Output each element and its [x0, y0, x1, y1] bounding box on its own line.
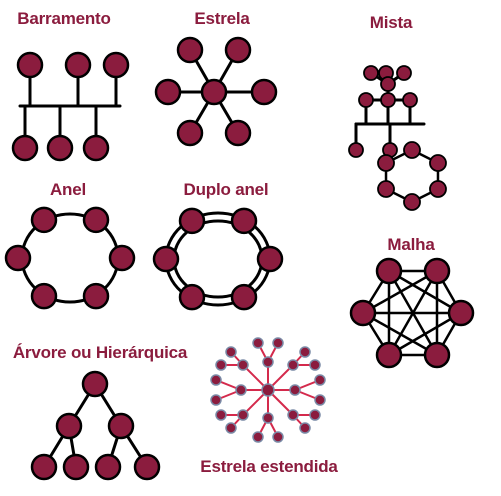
mixed-topology: [348, 65, 447, 211]
double-ring-topology: [152, 207, 284, 311]
tree-node: [62, 453, 90, 481]
extended-star-hub-node: [262, 356, 274, 368]
title-ring: Anel: [49, 180, 87, 199]
tree-node: [30, 453, 58, 481]
bus-node: [82, 134, 110, 162]
bus-node: [64, 51, 92, 79]
extended-star-leaf-node: [309, 359, 321, 371]
star-node: [154, 78, 182, 106]
tree-node: [133, 453, 161, 481]
extended-star-leaf-node: [210, 394, 222, 406]
title-mixed: Mista: [369, 13, 413, 32]
mesh-node: [423, 257, 451, 285]
mixed-node: [396, 65, 412, 81]
mesh-link: [387, 311, 463, 357]
extended-star-leaf-node: [314, 394, 326, 406]
mixed-node: [380, 92, 396, 108]
extended-star-leaf-node: [225, 346, 237, 358]
extended-star-hub-node: [287, 359, 299, 371]
mixed-ring-node: [403, 193, 421, 211]
mixed-node: [402, 92, 418, 108]
title-bus: Barramento: [17, 9, 111, 28]
ring-node: [30, 206, 58, 234]
extended-star-hub-node: [237, 359, 249, 371]
ring-topology: [4, 206, 136, 310]
mixed-ring-node: [429, 180, 447, 198]
mesh-node: [349, 299, 377, 327]
title-tree: Árvore ou Hierárquica: [12, 343, 188, 362]
star-node: [176, 119, 204, 147]
extended-star-leaf-node: [215, 409, 227, 421]
star-node: [224, 119, 252, 147]
mixed-node: [363, 65, 379, 81]
double-ring-node: [178, 207, 206, 235]
mesh-link: [361, 269, 439, 315]
mesh-node: [447, 299, 475, 327]
mesh-node: [375, 341, 403, 369]
bus-node: [102, 51, 130, 79]
mixed-ring-node: [403, 141, 421, 159]
title-extended-star: Estrela estendida: [200, 457, 338, 476]
title-double-ring: Duplo anel: [183, 180, 269, 199]
star-node: [250, 78, 278, 106]
bus-node: [46, 134, 74, 162]
ring-node: [30, 282, 58, 310]
mixed-ring-node: [377, 180, 395, 198]
extended-star-topology: [210, 337, 326, 443]
extended-star-leaf-node: [272, 337, 284, 349]
mesh-node: [375, 257, 403, 285]
double-ring-node: [230, 283, 258, 311]
extended-star-leaf-node: [210, 374, 222, 386]
ring-node: [82, 282, 110, 310]
bus-node: [11, 134, 39, 162]
mesh-topology: [349, 257, 475, 369]
star-topology: [154, 36, 278, 147]
ring-node: [108, 244, 136, 272]
mixed-node: [348, 142, 364, 158]
tree-node: [107, 412, 135, 440]
extended-star-leaf-node: [272, 431, 284, 443]
extended-star-hub-node: [235, 384, 247, 396]
double-ring-node: [152, 245, 180, 273]
extended-star-leaf-node: [252, 431, 264, 443]
mesh-link: [361, 311, 439, 357]
double-ring-node: [178, 283, 206, 311]
extended-star-leaf-node: [252, 337, 264, 349]
ring-node: [4, 244, 32, 272]
extended-star-hub-node: [287, 409, 299, 421]
tree-node: [55, 412, 83, 440]
mixed-ring-node: [429, 154, 447, 172]
star-node: [224, 36, 252, 64]
extended-star-center-node: [261, 383, 275, 397]
star-node: [176, 36, 204, 64]
extended-star-leaf-node: [299, 346, 311, 358]
title-mesh: Malha: [387, 235, 435, 254]
extended-star-hub-node: [262, 412, 274, 424]
double-ring-node: [256, 245, 284, 273]
mesh-node: [423, 341, 451, 369]
mixed-node: [358, 92, 374, 108]
mixed-ring-node: [377, 154, 395, 172]
extended-star-leaf-node: [309, 409, 321, 421]
extended-star-hub-node: [237, 409, 249, 421]
double-ring-node: [230, 207, 258, 235]
mixed-node: [380, 76, 396, 92]
ring-node: [82, 206, 110, 234]
extended-star-leaf-node: [299, 422, 311, 434]
star-hub-node: [200, 78, 228, 106]
tree-topology: [30, 370, 161, 481]
bus-node: [16, 51, 44, 79]
title-star: Estrela: [194, 9, 250, 28]
extended-star-leaf-node: [225, 422, 237, 434]
bus-topology: [11, 51, 130, 162]
extended-star-leaf-node: [314, 374, 326, 386]
tree-node: [81, 370, 109, 398]
extended-star-leaf-node: [215, 359, 227, 371]
tree-node: [94, 453, 122, 481]
extended-star-hub-node: [289, 384, 301, 396]
